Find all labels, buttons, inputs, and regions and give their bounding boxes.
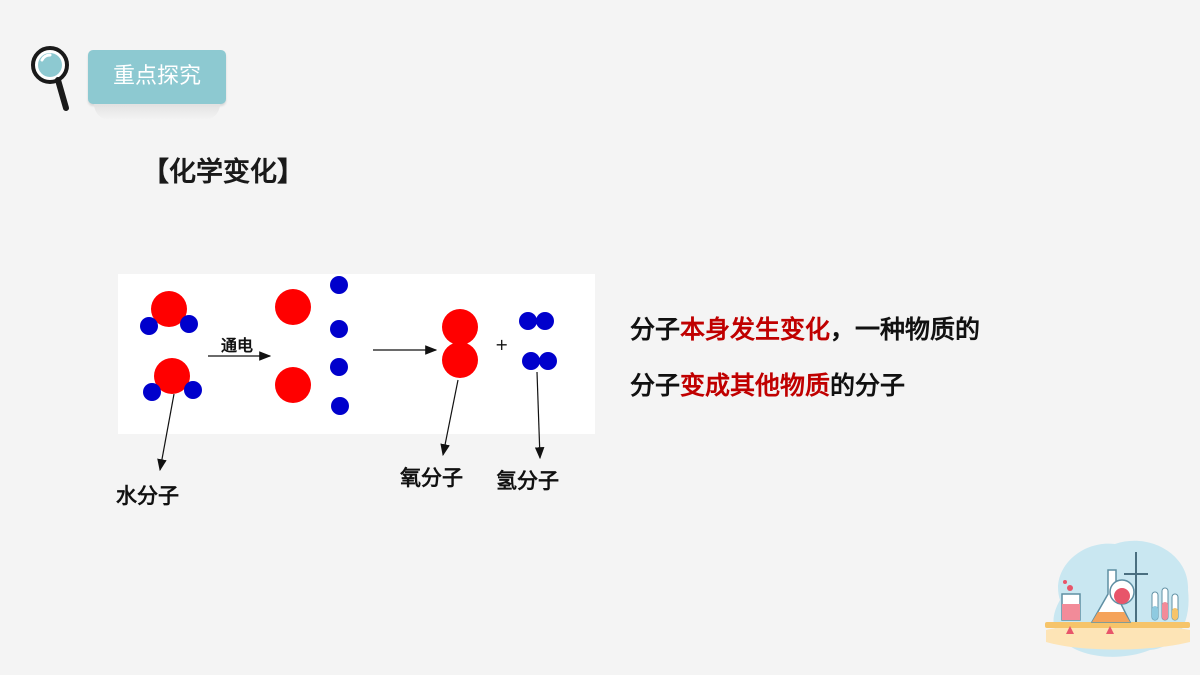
oxygen-atom bbox=[154, 358, 190, 394]
oxygen-atom bbox=[151, 291, 187, 327]
statement-text: ，一种物质的 bbox=[830, 315, 981, 344]
reaction-diagram: 通电 + bbox=[140, 276, 557, 415]
oxygen-atom bbox=[275, 367, 311, 403]
hydrogen-atom bbox=[140, 317, 158, 335]
section-title: 【化学变化】 bbox=[142, 157, 304, 188]
hydrogen-atom bbox=[180, 315, 198, 333]
oxygen-atom bbox=[275, 289, 311, 325]
statement-line-1: 分子本身发生变化，一种物质的 bbox=[630, 310, 980, 346]
hydrogen-atom bbox=[184, 381, 202, 399]
oxygen-molecule-label: 氧分子 bbox=[400, 466, 463, 490]
statement-highlight: 变成其他物质 bbox=[680, 371, 831, 400]
hydrogen-atom bbox=[519, 312, 537, 330]
water-molecule-label: 水分子 bbox=[116, 484, 179, 508]
reaction-diagram-panel: 通电 + bbox=[118, 274, 595, 434]
hydrogen-atom bbox=[330, 276, 348, 294]
oxygen-pointer bbox=[440, 379, 459, 457]
hydrogen-molecule-1 bbox=[519, 312, 554, 330]
hydrogen-atom bbox=[522, 352, 540, 370]
statement-text: 分子 bbox=[630, 371, 681, 400]
badge-shadow bbox=[94, 104, 220, 120]
plus-sign: + bbox=[495, 335, 508, 354]
oxygen-molecule bbox=[442, 309, 478, 378]
oxygen-atom bbox=[442, 342, 478, 378]
statement-text: 分子 bbox=[630, 315, 681, 344]
chemistry-lab-illustration bbox=[1045, 540, 1190, 657]
water-molecule-1 bbox=[140, 291, 198, 335]
statement-text: 的分子 bbox=[830, 371, 906, 400]
header-badge: 重点探究 bbox=[88, 50, 226, 104]
hydrogen-atom bbox=[536, 312, 554, 330]
hydrogen-atom bbox=[330, 320, 348, 338]
water-pointer bbox=[157, 393, 175, 472]
statement-line-2: 分子变成其他物质的分子 bbox=[630, 366, 905, 402]
hydrogen-atom bbox=[143, 383, 161, 401]
hydrogen-atom bbox=[330, 358, 348, 376]
magnifier-icon bbox=[31, 46, 69, 111]
hydrogen-atom bbox=[331, 397, 349, 415]
hydrogen-molecule-2 bbox=[522, 352, 557, 370]
water-molecule-2 bbox=[143, 358, 202, 401]
statement-highlight: 本身发生变化 bbox=[680, 315, 831, 344]
hydrogen-atom bbox=[539, 352, 557, 370]
hydrogen-pointer bbox=[534, 371, 545, 460]
hydrogen-molecule-label: 氢分子 bbox=[496, 469, 559, 493]
oxygen-atom bbox=[442, 309, 478, 345]
reaction-condition-label: 通电 bbox=[221, 336, 253, 355]
